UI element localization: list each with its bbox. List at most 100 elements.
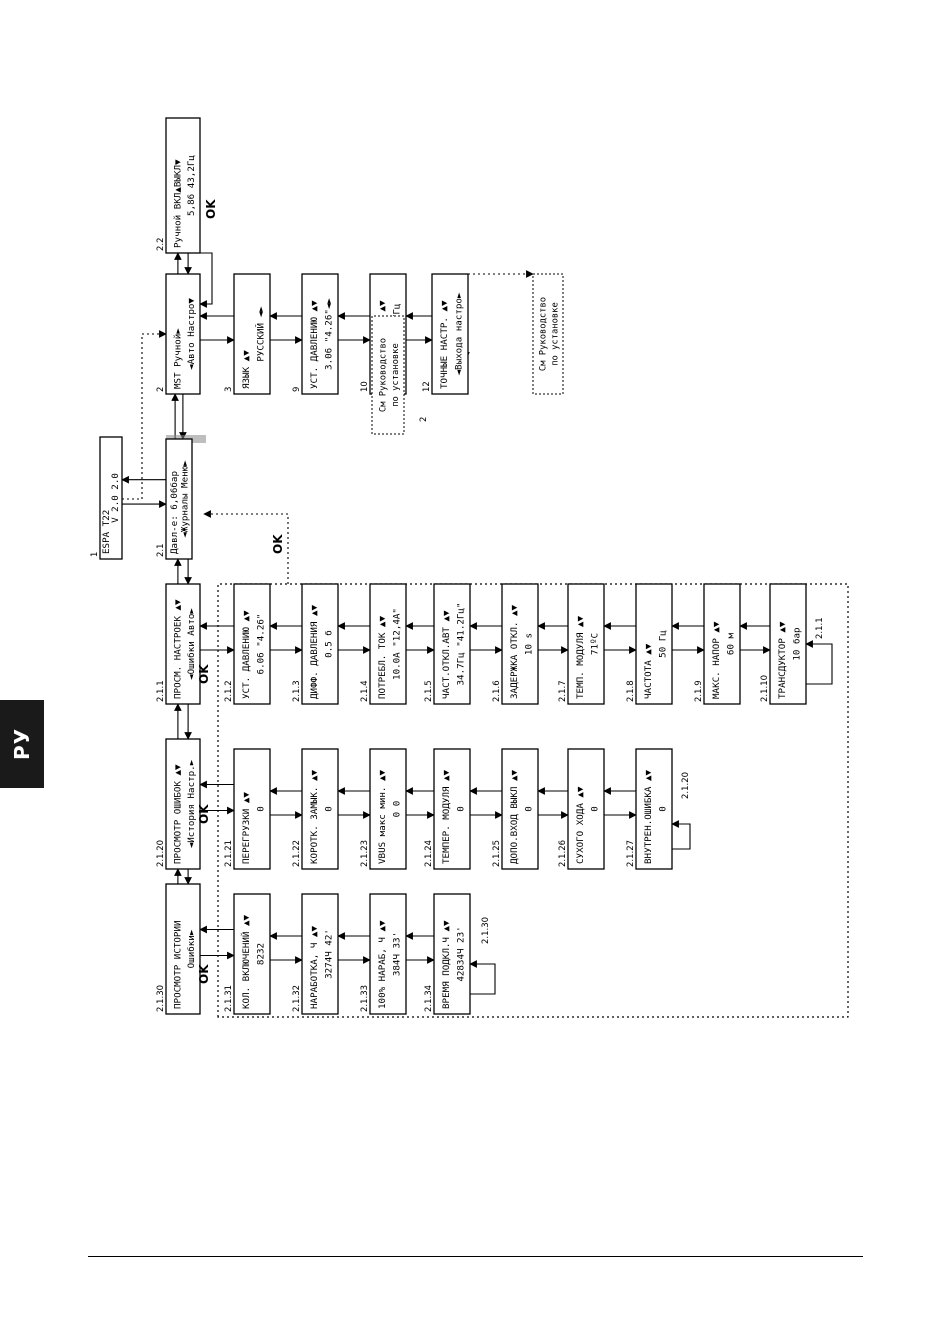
screen-box bbox=[433, 748, 471, 870]
loop-target-label: 2.1.1 bbox=[815, 617, 825, 639]
screen-box bbox=[165, 438, 193, 560]
screen-line-2: 0.5 б bbox=[324, 630, 335, 658]
screen-line-2: ◄Журналы Меню► bbox=[179, 460, 190, 538]
screen-box bbox=[99, 436, 123, 560]
screen-line-1: ЧАСТ.ОТКЛ.АВТ ▲▼ bbox=[441, 610, 452, 699]
screen-line-2: 10 s bbox=[524, 633, 535, 655]
screen-id: 2.1.9 bbox=[694, 680, 704, 702]
screen-id: 10 bbox=[360, 381, 370, 392]
screen-s2-1-8: ЧАСТОТА ▲▼50 Гц2.1.8 bbox=[626, 583, 673, 705]
screen-box bbox=[233, 748, 271, 870]
screen-line-2: 42834Ч 23' bbox=[456, 926, 467, 981]
screen-line-2: 384Ч 33' bbox=[392, 932, 403, 976]
screen-box bbox=[567, 748, 605, 870]
screen-s2-1-27: ВНУТРЕН.ОШИБКА ▲▼02.1.27 bbox=[626, 748, 673, 870]
dotted-link-1-to-2 bbox=[122, 330, 167, 500]
screen-line-2: 0 bbox=[256, 806, 267, 812]
language-tab: РУ bbox=[0, 700, 44, 788]
screen-id: 2.1.23 bbox=[360, 840, 370, 867]
screen-box bbox=[369, 748, 407, 870]
screen-line-2: 71ºC bbox=[590, 633, 601, 655]
screen-line-1: 100% НАРАБ, Ч ▲▼ bbox=[377, 920, 388, 1009]
screen-id: 2.1.6 bbox=[492, 680, 502, 702]
screen-s2-1-9: МАКС. НАПОР ▲▼60 м2.1.9 bbox=[694, 583, 741, 705]
see-manual-line-2: по установке bbox=[551, 302, 561, 366]
screen-box bbox=[301, 748, 339, 870]
screen-id: 2.2 bbox=[156, 237, 166, 251]
screen-s2-1-3: ДИФФ. ДАВЛЕНИЯ ▲▼ 0.5 б 2.1.3 bbox=[292, 583, 339, 705]
screen-line-1: ПРОСМ. НАСТРОЕК ▲▼ bbox=[172, 599, 183, 699]
screen-box bbox=[433, 893, 471, 1015]
screen-id: 2.1.21 bbox=[224, 840, 234, 867]
screen-id: 9 bbox=[292, 387, 302, 392]
screen-s2-1-24: ТЕМПЕР. МОДУЛЯ ▲▼ 0 2.1.24 bbox=[424, 748, 471, 870]
screen-id: 2.1 bbox=[156, 543, 166, 557]
screen-s2: MST Ручной►◄Авто Настро▼2 bbox=[156, 273, 201, 395]
screen-line-2: Ошибки► bbox=[186, 929, 197, 968]
ok-loop-2-2 bbox=[199, 252, 213, 308]
screen-line-2: 5,86 43,2Гц bbox=[186, 155, 197, 216]
screen-line-1: КОЛ. ВКЛЮЧЕНИЙ ▲▼ bbox=[240, 914, 252, 1009]
loop-to-2-1-30 bbox=[469, 960, 496, 995]
screen-s2-1-20: ПРОСМОТР ОШИБОК ▲▼◄История Настр.►2.1.20 bbox=[156, 738, 201, 870]
ok-label: OK bbox=[197, 964, 211, 984]
screen-id: 2.1.25 bbox=[492, 840, 502, 867]
screen-line-1: Ручной ВКЛ▲ВЫКЛ▼ bbox=[172, 159, 183, 248]
screen-box bbox=[703, 583, 741, 705]
screen-id: 2.1.4 bbox=[360, 680, 370, 702]
screen-id: 2.1.32 bbox=[292, 985, 302, 1012]
screen-line-1: ТЕМПЕР. МОДУЛЯ ▲▼ bbox=[441, 769, 452, 864]
screen-line-1: КОРОТК. ЗАМЫК. ▲▼ bbox=[309, 769, 320, 864]
screen-line-1: ПЕРЕГРУЗКИ ▲▼ bbox=[241, 792, 252, 864]
see-manual-line-2: по установке bbox=[391, 343, 401, 407]
screen-id: 2.1.33 bbox=[360, 985, 370, 1012]
screen-id: 2.1.24 bbox=[424, 840, 434, 867]
screen-line-1: ДОПО.ВХОД ВЫКЛ ▲▼ bbox=[509, 769, 520, 864]
screen-s2-1-32: НАРАБОТКА, Ч ▲▼3274Ч 42'2.1.32 bbox=[292, 893, 339, 1015]
screen-box bbox=[369, 893, 407, 1015]
screen-box bbox=[165, 117, 201, 254]
screen-s2-1-34: ВРЕМЯ ПОДКЛ.Ч ▲▼42834Ч 23'2.1.34 bbox=[424, 893, 471, 1015]
screen-line-2: 0 bbox=[590, 806, 601, 812]
screen-line-2: 0 bbox=[324, 806, 335, 812]
screen-box bbox=[635, 583, 673, 705]
screen-line-1: ДИФФ. ДАВЛЕНИЯ ▲▼ bbox=[309, 604, 320, 699]
screen-s2-1-25: ДОПО.ВХОД ВЫКЛ ▲▼ 0 2.1.25 bbox=[492, 748, 539, 870]
loop-target-label: 2.1.20 bbox=[681, 772, 691, 799]
screen-line-2: 0 bbox=[524, 806, 535, 812]
screen-s2-1-1: ПРОСМ. НАСТРОЕК ▲▼◄Ошибки Авто► 2.1.1 bbox=[156, 583, 201, 705]
screen-line-1: ТРАНСДУКТОР ▲▼ bbox=[777, 621, 788, 699]
screen-line-1: ТОЧНЫЕ НАСТР. ▲▼ bbox=[439, 300, 450, 389]
screen-id: 2.1.30 bbox=[156, 985, 166, 1012]
loop-to-2-1-20 bbox=[671, 820, 691, 850]
screen-line-2: 0 0 bbox=[392, 801, 403, 818]
screen-box bbox=[165, 883, 201, 1015]
screen-s2-1-33: 100% НАРАБ, Ч ▲▼ 384Ч 33' 2.1.33 bbox=[360, 893, 407, 1015]
screen-s2-1: Давл-е: 6,06бар◄Журналы Меню►2.1 bbox=[156, 438, 193, 560]
screen-id: 2.1.10 bbox=[760, 675, 770, 702]
settings-group-frame bbox=[217, 583, 849, 1018]
screen-box bbox=[433, 583, 471, 705]
screen-line-2: 0 bbox=[456, 806, 467, 812]
screen-s2-1-4: ПОТРЕБЛ. ТОК ▲▼10.0А "12,4А"2.1.4 bbox=[360, 583, 407, 705]
screen-id: 2.1.3 bbox=[292, 680, 302, 702]
screen-id: 2.1.5 bbox=[424, 680, 434, 702]
screen-id: 12 bbox=[422, 381, 432, 392]
screen-id: 2.1.20 bbox=[156, 840, 166, 867]
screen-id: 2.1.1 bbox=[156, 680, 166, 702]
screen-id: 2.1.27 bbox=[626, 840, 636, 867]
screen-line-2: РУССКИЙ ◄► bbox=[255, 306, 267, 362]
screen-s2-2: Ручной ВКЛ▲ВЫКЛ▼5,86 43,2Гц 2.2 bbox=[156, 117, 201, 254]
screen-line-2: ◄Ошибки Авто► bbox=[186, 608, 197, 680]
screen-s2-1-22: КОРОТК. ЗАМЫК. ▲▼02.1.22 bbox=[292, 748, 339, 870]
screen-line-1: ВНУТРЕН.ОШИБКА ▲▼ bbox=[643, 769, 654, 864]
screen-line-2: ◄История Настр.► bbox=[186, 759, 197, 848]
ok-label: OK bbox=[197, 664, 211, 684]
screen-s2-1-5: ЧАСТ.ОТКЛ.АВТ ▲▼34.7Гц "41.2Гц"2.1.5 bbox=[424, 583, 471, 705]
screen-line-1: УСТ. ДАВЛЕНИЮ ▲▼ bbox=[309, 300, 320, 389]
